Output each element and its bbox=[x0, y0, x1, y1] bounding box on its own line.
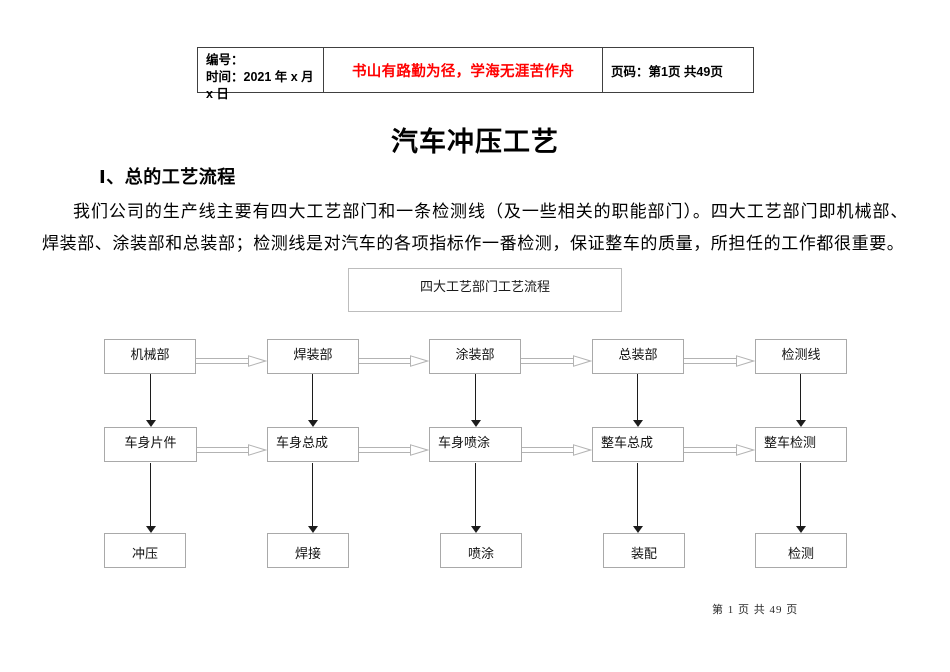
arrow-right-connector bbox=[521, 355, 592, 367]
flow-box-dept-1: 机械部 bbox=[104, 339, 196, 374]
page-number-label: 页码：第1页 共49页 bbox=[611, 64, 723, 79]
arrow-down-connector bbox=[633, 463, 643, 533]
doc-number-label: 编号： bbox=[206, 53, 244, 67]
flow-box-dept-5: 检测线 bbox=[755, 339, 847, 374]
diagram-title: 四大工艺部门工艺流程 bbox=[419, 279, 550, 294]
diagram-title-box: 四大工艺部门工艺流程 bbox=[348, 268, 622, 312]
page-title: 汽车冲压工艺 bbox=[391, 127, 559, 157]
arrow-right-connector bbox=[359, 444, 429, 456]
arrow-down-connector bbox=[471, 463, 481, 533]
flow-box-process-4: 装配 bbox=[603, 533, 685, 568]
arrow-right-connector bbox=[522, 444, 592, 456]
page-number-cell: 页码：第1页 共49页 bbox=[603, 48, 753, 92]
arrow-down-connector bbox=[308, 374, 318, 427]
footer-page-label: 第 1 页 共 49 页 bbox=[712, 604, 799, 616]
arrow-right-connector bbox=[684, 355, 755, 367]
flow-box-stage-4: 整车总成 bbox=[592, 427, 684, 462]
arrow-right-connector bbox=[197, 444, 267, 456]
flow-box-dept-4: 总装部 bbox=[592, 339, 684, 374]
flow-box-process-2: 焊接 bbox=[267, 533, 349, 568]
arrow-right-connector bbox=[359, 355, 429, 367]
flow-box-dept-2: 焊装部 bbox=[267, 339, 359, 374]
arrow-down-connector bbox=[796, 463, 806, 533]
motto-text: 书山有路勤为径，学海无涯苦作舟 bbox=[352, 63, 574, 80]
arrow-down-connector bbox=[471, 374, 481, 427]
motto-cell: 书山有路勤为径，学海无涯苦作舟 bbox=[323, 48, 603, 92]
arrow-right-connector bbox=[684, 444, 755, 456]
doc-time-label: 时间：2021 年 x 月 x 日 bbox=[206, 70, 314, 101]
arrow-down-connector bbox=[146, 463, 156, 533]
arrow-right-connector bbox=[196, 355, 267, 367]
flow-box-stage-1: 车身片件 bbox=[104, 427, 197, 462]
flow-box-process-1: 冲压 bbox=[104, 533, 186, 568]
flow-box-process-3: 喷涂 bbox=[440, 533, 522, 568]
section-heading: Ⅰ、总的工艺流程 bbox=[99, 167, 236, 187]
flow-box-stage-5: 整车检测 bbox=[755, 427, 847, 462]
arrow-down-connector bbox=[146, 374, 156, 427]
flow-box-stage-3: 车身喷涂 bbox=[429, 427, 522, 462]
arrow-down-connector bbox=[633, 374, 643, 427]
arrow-down-connector bbox=[796, 374, 806, 427]
body-paragraph: 我们公司的生产线主要有四大工艺部门和一条检测线（及一些相关的职能部门）。四大工艺… bbox=[42, 202, 908, 253]
flow-box-dept-3: 涂装部 bbox=[429, 339, 521, 374]
flow-box-stage-2: 车身总成 bbox=[267, 427, 359, 462]
header-table: 编号： 时间：2021 年 x 月 x 日 书山有路勤为径，学海无涯苦作舟 页码… bbox=[197, 47, 754, 101]
arrow-down-connector bbox=[308, 463, 318, 533]
doc-meta-cell: 编号： 时间：2021 年 x 月 x 日 bbox=[198, 48, 323, 101]
flow-box-process-5: 检测 bbox=[755, 533, 847, 568]
